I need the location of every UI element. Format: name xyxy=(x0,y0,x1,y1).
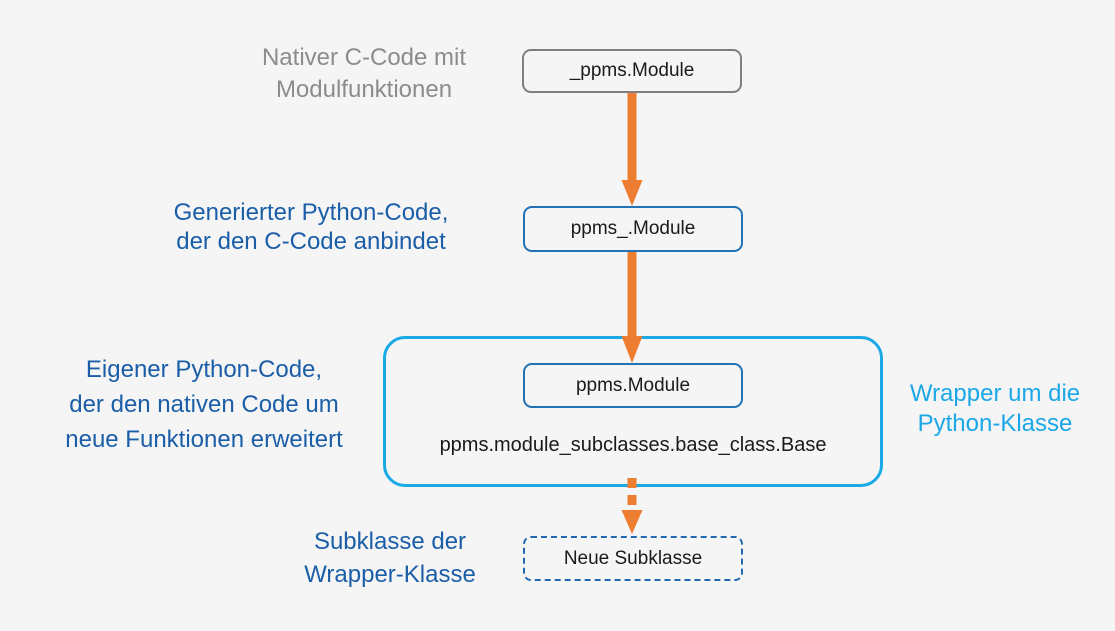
annotation-generated-python: Generierter Python-Code, der den C-Code … xyxy=(158,198,464,256)
annotation-own-line1: Eigener Python-Code, xyxy=(85,356,323,383)
annotation-native-line1: Nativer C-Code mit xyxy=(261,44,467,71)
annotation-generated-line1: Generierter Python-Code, xyxy=(173,199,449,226)
annotation-wrapper-line2: Python-Klasse xyxy=(917,410,1073,437)
node-native-module-label: _ppms.Module xyxy=(569,60,695,81)
annotation-native-line2: Modulfunktionen xyxy=(275,76,453,103)
annotation-own-python: Eigener Python-Code, der den nativen Cod… xyxy=(28,352,380,457)
annotation-wrapper-line1: Wrapper um die xyxy=(909,380,1081,407)
node-native-module: _ppms.Module xyxy=(522,49,742,93)
arrow-native-to-generated xyxy=(621,93,643,206)
node-generated-module-label: ppms_.Module xyxy=(570,218,696,239)
annotation-subclass: Subklasse der Wrapper-Klasse xyxy=(268,525,512,591)
annotation-native-c-code: Nativer C-Code mit Modulfunktionen xyxy=(228,42,500,106)
arrow-generated-to-wrapper xyxy=(621,252,643,363)
node-new-subclass: Neue Subklasse xyxy=(523,536,743,581)
node-generated-module: ppms_.Module xyxy=(523,206,743,252)
annotation-subclass-line1: Subklasse der xyxy=(313,528,467,555)
arrow-wrapper-to-subclass xyxy=(621,478,643,534)
annotation-own-line2: der den nativen Code um xyxy=(69,391,339,418)
base-class-path-text: ppms.module_subclasses.base_class.Base xyxy=(439,434,827,456)
annotation-own-line3: neue Funktionen erweitert xyxy=(65,426,343,453)
annotation-subclass-line2: Wrapper-Klasse xyxy=(304,561,476,588)
node-new-subclass-label: Neue Subklasse xyxy=(563,547,703,569)
annotation-generated-line2: der den C-Code anbindet xyxy=(176,228,446,255)
annotation-wrapper-class: Wrapper um die Python-Klasse xyxy=(875,379,1115,439)
node-wrapper-module: ppms.Module xyxy=(523,363,743,408)
node-wrapper-module-label: ppms.Module xyxy=(575,374,691,396)
